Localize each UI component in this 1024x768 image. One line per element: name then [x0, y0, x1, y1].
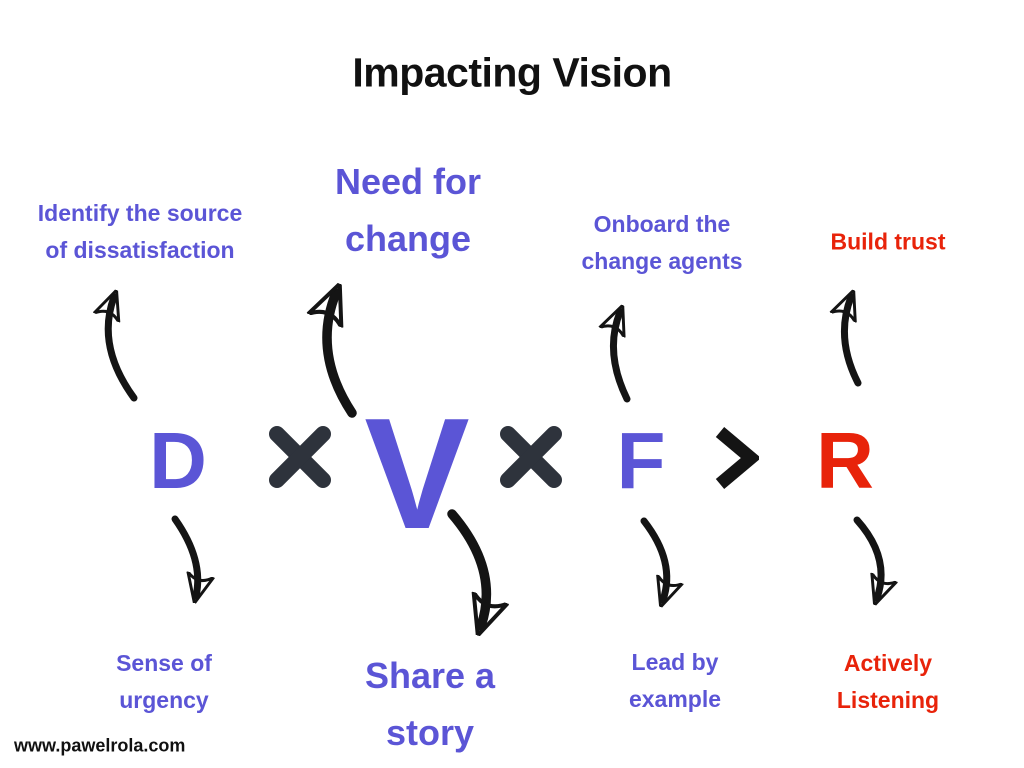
arrow-up-d-icon: [108, 297, 138, 402]
label-line: Share a: [364, 655, 496, 697]
label-line: of dissatisfaction: [45, 237, 235, 263]
arrow-down-f-icon: [640, 517, 667, 600]
label-line: example: [628, 686, 722, 712]
arrow-up-f-icon: [613, 312, 631, 403]
multiply-icon: [500, 426, 562, 488]
label-sense-of-urgency: Sense of urgency: [116, 645, 212, 719]
label-identify-source: Identify the source of dissatisfaction: [38, 195, 242, 269]
label-line: Listening: [836, 687, 940, 713]
label-need-for-change: Need for change: [335, 154, 481, 268]
label-line: change agents: [581, 248, 743, 274]
arrow-down-r-icon: [853, 516, 881, 598]
label-line: Onboard the: [593, 211, 731, 238]
formula-letter-f: F: [616, 416, 666, 505]
label-lead-by-example: Lead by example: [629, 644, 721, 718]
label-line: change: [344, 218, 472, 259]
greater-than-icon: [715, 427, 759, 489]
label-onboard-change-agents: Onboard the change agents: [581, 206, 742, 280]
label-line: story: [385, 712, 475, 753]
label-line: Identify the source: [37, 200, 243, 227]
label-line: Lead by: [631, 649, 719, 676]
label-line: Actively: [843, 650, 933, 677]
arrow-up-r-icon: [844, 297, 862, 387]
label-line: Sense of: [116, 650, 212, 677]
label-line: Build trust: [830, 228, 946, 255]
label-actively-listening: Actively Listening: [837, 645, 939, 719]
arrow-down-d-icon: [171, 515, 198, 596]
label-build-trust: Build trust: [831, 224, 946, 261]
label-line: urgency: [119, 687, 209, 713]
page-title: Impacting Vision: [352, 49, 672, 96]
formula-letter-v: V: [364, 386, 470, 562]
watermark-url: www.pawelrola.com: [14, 735, 186, 756]
formula-letter-d: D: [149, 416, 207, 505]
label-share-a-story: Share a story: [365, 648, 495, 762]
multiply-icon: [269, 426, 331, 488]
arrow-down-v-icon: [447, 509, 486, 626]
arrow-up-v-icon: [327, 293, 357, 418]
formula-letter-r: R: [816, 416, 874, 505]
label-line: Need for: [334, 161, 482, 203]
